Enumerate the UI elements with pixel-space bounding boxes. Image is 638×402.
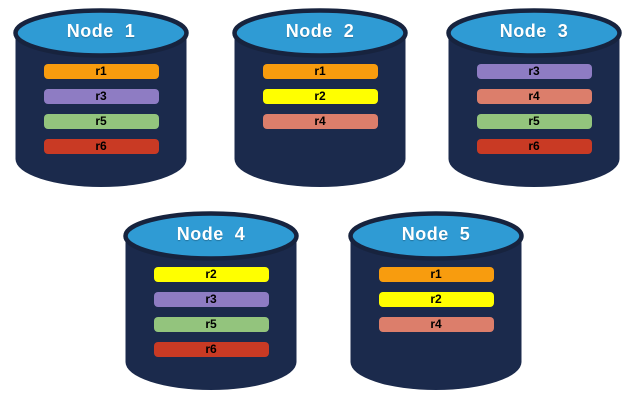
replica-bar-r3: r3 (153, 292, 269, 307)
node-title: Node 1 (66, 21, 136, 41)
replica-bar-r3: r3 (43, 89, 159, 104)
node-title: Node 4 (176, 224, 246, 244)
node-cylinder: Node 3 r3 r4 r5 r6 (445, 8, 623, 194)
replica-bar-list: r1 r3 r5 r6 (12, 64, 190, 154)
replica-bar-r1: r1 (262, 64, 378, 79)
replica-bar-r2: r2 (262, 89, 378, 104)
replica-bar-r6: r6 (153, 342, 269, 357)
replica-bar-r3: r3 (476, 64, 592, 79)
node-cylinder: Node 2 r1 r2 r4 (231, 8, 409, 194)
replica-bar-r2: r2 (378, 292, 494, 307)
replica-bar-r6: r6 (476, 139, 592, 154)
replica-bar-r4: r4 (378, 317, 494, 332)
node-title: Node 5 (401, 224, 471, 244)
replica-bar-r5: r5 (43, 114, 159, 129)
replica-bar-r1: r1 (43, 64, 159, 79)
node-cylinder: Node 1 r1 r3 r5 r6 (12, 8, 190, 194)
replica-bar-list: r1 r2 r4 (347, 267, 525, 332)
replica-bar-r4: r4 (262, 114, 378, 129)
replica-bar-list: r2 r3 r5 r6 (122, 267, 300, 357)
node-cylinder: Node 4 r2 r3 r5 r6 (122, 211, 300, 397)
replica-bar-r1: r1 (378, 267, 494, 282)
replica-bar-r5: r5 (476, 114, 592, 129)
replica-bar-r6: r6 (43, 139, 159, 154)
replica-bar-r2: r2 (153, 267, 269, 282)
replica-bar-r4: r4 (476, 89, 592, 104)
node-title: Node 3 (499, 21, 569, 41)
replica-bar-list: r1 r2 r4 (231, 64, 409, 129)
replica-bar-list: r3 r4 r5 r6 (445, 64, 623, 154)
node-title: Node 2 (285, 21, 355, 41)
replica-bar-r5: r5 (153, 317, 269, 332)
node-cylinder: Node 5 r1 r2 r4 (347, 211, 525, 397)
